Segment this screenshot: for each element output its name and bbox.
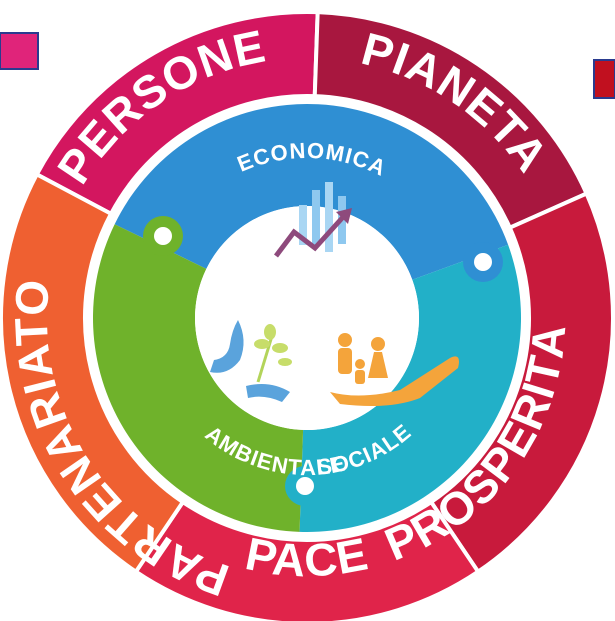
puzzle-knob-hole [296, 477, 314, 495]
ring-label-pace: PACE [241, 527, 372, 586]
plant-hands-icon [210, 320, 292, 402]
puzzle-knob-hole [154, 227, 172, 245]
puzzle-knob-hole [474, 253, 492, 271]
puzzle-piece-ambientale [93, 224, 304, 532]
chart-icon [274, 182, 352, 258]
outer-ring [0, 10, 615, 621]
legend-swatch-persone [0, 32, 39, 70]
puzzle-piece-economica [114, 104, 509, 280]
legend-swatch-pianeta [593, 59, 615, 99]
family-hand-icon [330, 333, 459, 406]
